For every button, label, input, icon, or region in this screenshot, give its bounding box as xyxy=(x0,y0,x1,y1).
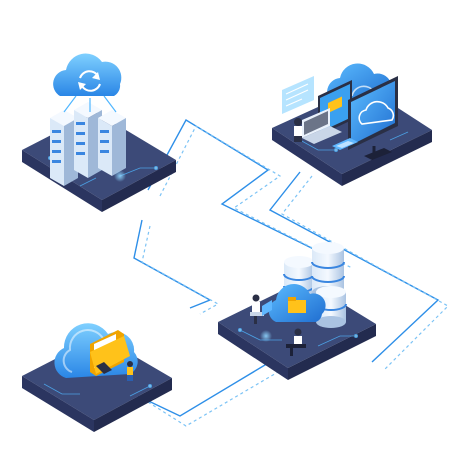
person-icon xyxy=(294,118,302,142)
folder-icon xyxy=(90,330,130,376)
circuit-traces xyxy=(237,327,358,347)
person-icon xyxy=(127,361,133,381)
person-icon xyxy=(286,328,306,356)
laptop-icon xyxy=(262,300,272,316)
connector-solid-2 xyxy=(268,171,440,363)
cloud-sync-icon xyxy=(53,53,122,113)
server-rack-icon xyxy=(74,102,102,178)
glow-dot xyxy=(114,170,126,182)
network-connectors xyxy=(133,119,449,427)
circuit-traces xyxy=(299,131,409,152)
person-icon xyxy=(250,294,264,324)
server-rack-icon xyxy=(98,110,126,176)
database-cloud-platform xyxy=(218,242,376,380)
server-rack-icon xyxy=(50,110,78,186)
connector-dashed-1 xyxy=(159,125,353,269)
workstation-monitors-platform xyxy=(272,63,432,186)
circuit-traces xyxy=(43,383,152,397)
cloud-folder-platform xyxy=(22,323,172,432)
cloud-server-rack-platform xyxy=(22,53,176,212)
laptop-icon xyxy=(302,108,342,144)
platform-right xyxy=(288,324,376,380)
connector-solid-4 xyxy=(137,361,271,417)
connector-solid-1 xyxy=(147,119,341,263)
platform-right xyxy=(342,130,432,186)
connector-dashed-2 xyxy=(281,175,449,371)
phone-icon xyxy=(332,138,358,150)
platform-left xyxy=(272,128,342,186)
monitor-icon xyxy=(348,76,398,160)
connector-solid-3 xyxy=(133,219,212,309)
glow-dot xyxy=(260,330,272,342)
connector-dashed-4 xyxy=(147,371,279,427)
hologram-panel xyxy=(282,76,314,114)
connector-dashed-3 xyxy=(141,225,220,315)
platform-left xyxy=(218,322,288,380)
platform-right xyxy=(94,378,172,432)
folder-icon xyxy=(288,297,306,313)
platform-right xyxy=(102,160,176,212)
platform-left xyxy=(22,376,94,432)
